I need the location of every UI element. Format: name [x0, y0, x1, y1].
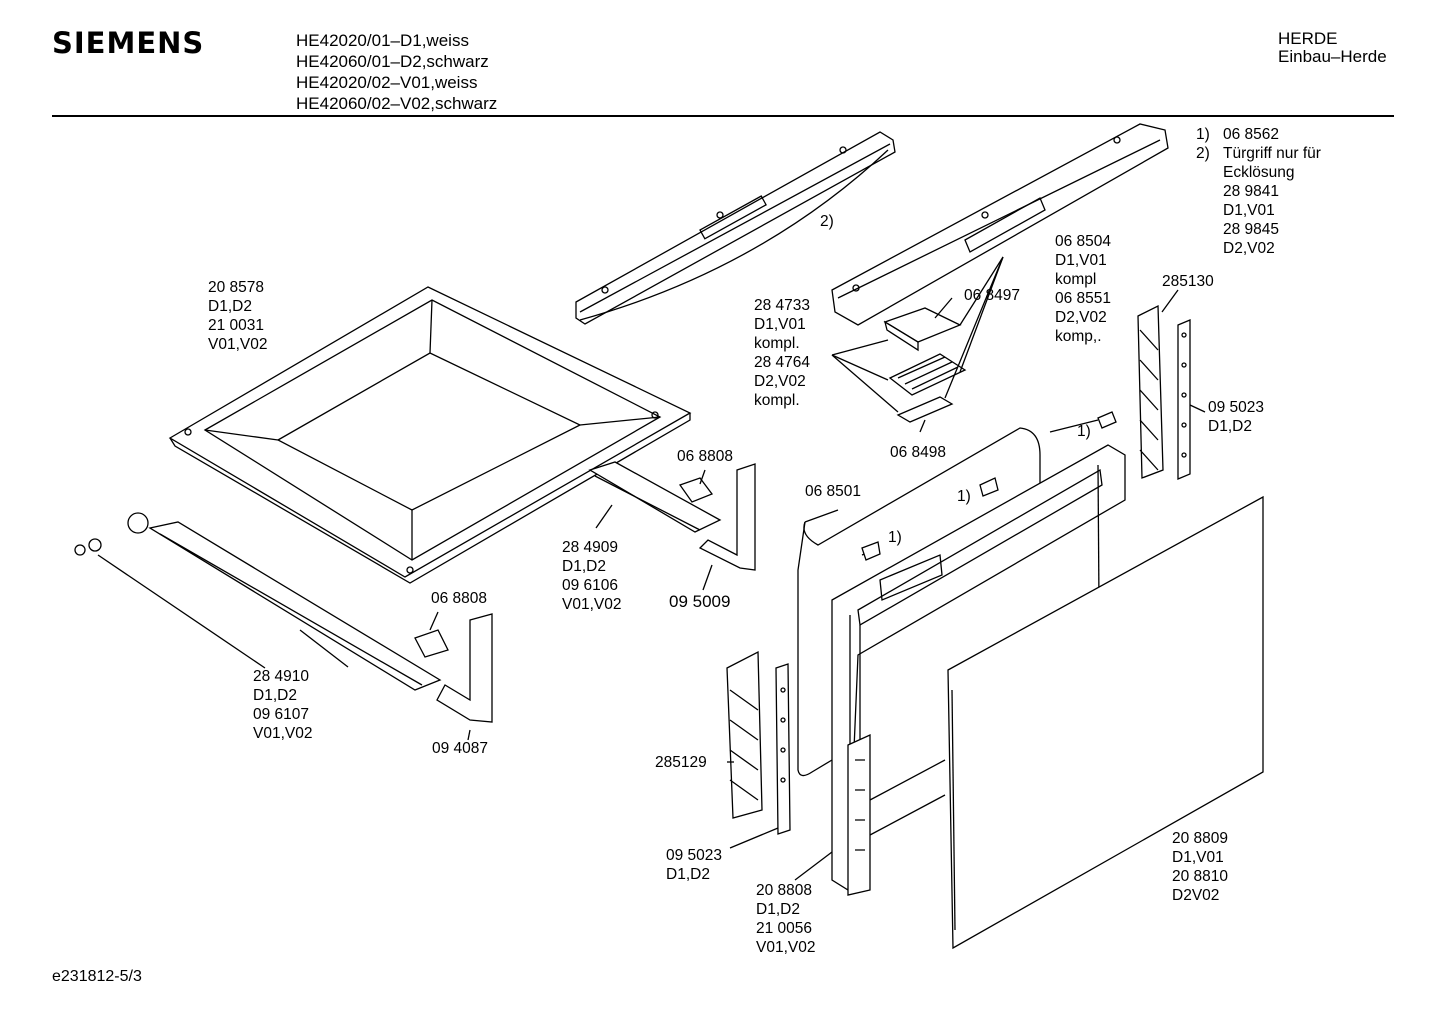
label-line: 09 6106 — [562, 577, 619, 594]
label-line: 09 5023 — [1208, 399, 1265, 416]
note-text: 06 8562 — [1223, 126, 1280, 143]
category-subtitle: Einbau–Herde — [1278, 47, 1387, 66]
label-line: 21 0056 — [756, 920, 813, 937]
label-line: 28 4733 — [754, 297, 811, 314]
lower-rail — [74, 461, 722, 691]
label-line: 20 8578 — [208, 279, 265, 296]
note-line: 28 9845 — [1223, 221, 1280, 238]
label-068504: 06 8504 D1,V01 kompl 06 8551 D2,V02 komp… — [1055, 232, 1111, 346]
label-note1-b: 1) — [957, 488, 971, 505]
label-line: 28 4909 — [562, 539, 619, 556]
note-line: 28 9841 — [1223, 183, 1280, 200]
label-line: 20 8810 — [1172, 868, 1229, 885]
label-line: D1,V01 — [754, 316, 806, 333]
label-068808-b: 06 8808 — [431, 590, 488, 607]
notes-block: 1) 06 8562 2) Türgriff nur für Ecklösung 2… — [1196, 125, 1321, 258]
small-parts — [831, 256, 1004, 433]
glass-panel — [947, 495, 1264, 950]
label-094087: 09 4087 — [432, 740, 489, 757]
label-284909: 28 4909 D1,D2 09 6106 V01,V02 — [562, 538, 621, 614]
label-line: D1,D2 — [208, 298, 252, 315]
label-line: D2,V02 — [1055, 309, 1107, 326]
model-line: HE42060/01–D2,schwarz — [296, 52, 489, 71]
door-top-rail — [831, 123, 1169, 326]
header-divider — [52, 115, 1394, 117]
label-208808: 20 8808 D1,D2 21 0056 V01,V02 — [756, 881, 815, 957]
note-number: 1) — [1196, 126, 1210, 143]
footer-code: e231812-5/3 — [52, 968, 142, 985]
door-frame — [794, 427, 1126, 896]
label-line: D1,V01 — [1055, 252, 1107, 269]
label-line: 06 8504 — [1055, 233, 1112, 250]
label-line: 28 4764 — [754, 354, 811, 371]
label-line: kompl. — [754, 335, 800, 352]
label-line: V01,V02 — [756, 939, 816, 956]
label-line: V01,V02 — [253, 725, 313, 742]
label-line: 20 8809 — [1172, 830, 1229, 847]
label-line: kompl. — [754, 392, 800, 409]
model-line: HE42020/02–V01,weiss — [296, 73, 478, 92]
label-line: D1,V01 — [1172, 849, 1224, 866]
note-text: Türgriff nur für — [1223, 145, 1321, 162]
label-note1-a: 1) — [1077, 423, 1091, 440]
hinge-clips — [804, 411, 1117, 561]
label-284733: 28 4733 D1,V01 kompl. 28 4764 D2,V02 kom… — [754, 296, 810, 410]
label-line: 09 5023 — [666, 847, 723, 864]
label-095023-left: 09 5023 D1,D2 — [666, 846, 722, 884]
hinge-bracket-left — [726, 650, 791, 849]
label-068497: 06 8497 — [964, 287, 1021, 304]
label-line: V01,V02 — [208, 336, 268, 353]
label-line: kompl — [1055, 271, 1097, 288]
label-line: D2,V02 — [754, 373, 806, 390]
label-note1-c: 1) — [888, 529, 902, 546]
label-line: D1,D2 — [253, 687, 297, 704]
brand-logo: SIEMENS — [52, 26, 205, 60]
label-line: D1,D2 — [756, 901, 800, 918]
label-line: D1,D2 — [562, 558, 606, 575]
category-title: HERDE — [1278, 29, 1338, 48]
label-line: D1,D2 — [666, 866, 710, 883]
note-line: D1,V01 — [1223, 202, 1275, 219]
model-line: HE42060/02–V02,schwarz — [296, 94, 498, 113]
label-line: V01,V02 — [562, 596, 622, 613]
label-068808-a: 06 8808 — [677, 448, 734, 465]
label-285129: 285129 — [655, 754, 707, 771]
handle-strip — [575, 131, 896, 325]
model-list: HE42020/01–D1,weiss HE42060/01–D2,schwar… — [296, 30, 497, 114]
label-068498: 06 8498 — [890, 444, 947, 461]
note-line: Ecklösung — [1223, 164, 1295, 181]
l-brackets — [414, 463, 756, 741]
label-line: 06 8551 — [1055, 290, 1112, 307]
note-number: 2) — [1196, 145, 1210, 162]
hinge-bracket-right — [1137, 289, 1206, 480]
label-208578: 20 8578 D1,D2 21 0031 V01,V02 — [208, 278, 267, 354]
label-068501: 06 8501 — [805, 483, 862, 500]
label-095023-right: 09 5023 D1,D2 — [1208, 398, 1264, 436]
label-line: D1,D2 — [1208, 418, 1252, 435]
label-line: 09 6107 — [253, 706, 310, 723]
label-line: D2V02 — [1172, 887, 1220, 904]
label-284910: 28 4910 D1,D2 09 6107 V01,V02 — [253, 667, 312, 743]
cover-panel — [168, 286, 692, 584]
label-095009: 09 5009 — [669, 592, 731, 611]
model-line: HE42020/01–D1,weiss — [296, 31, 469, 50]
label-handle-note: 2) — [820, 213, 834, 230]
label-line: 28 4910 — [253, 668, 310, 685]
label-line: 20 8808 — [756, 882, 813, 899]
label-line: komp,. — [1055, 328, 1102, 345]
label-line: 21 0031 — [208, 317, 265, 334]
label-208809: 20 8809 D1,V01 20 8810 D2V02 — [1172, 829, 1228, 905]
category-block: HERDE Einbau–Herde — [1278, 30, 1387, 66]
label-285130: 285130 — [1162, 273, 1214, 290]
note-line: D2,V02 — [1223, 240, 1275, 257]
